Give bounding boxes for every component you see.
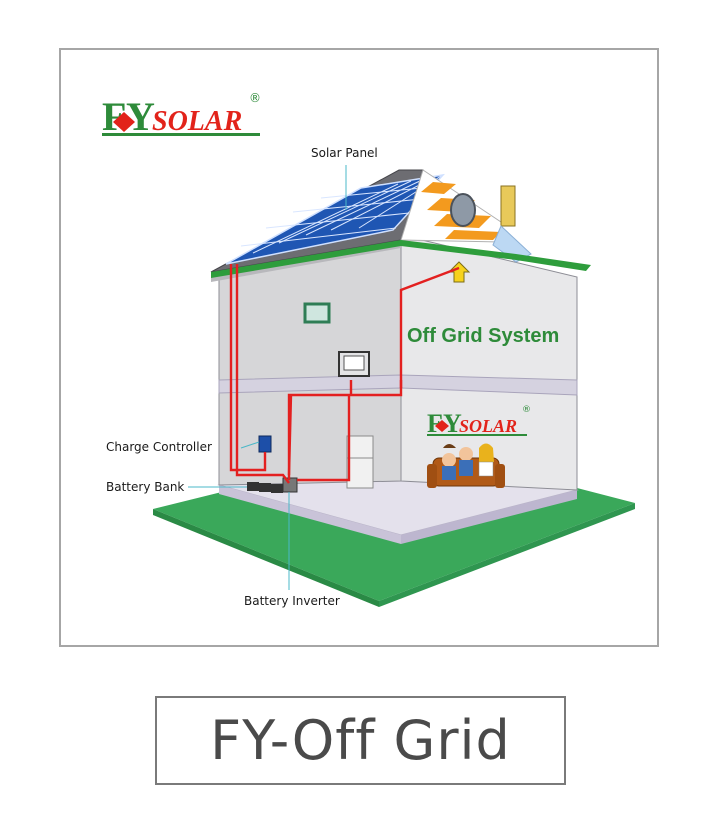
system-title: Off Grid System [407, 325, 559, 347]
label-battery-bank: Battery Bank [106, 480, 184, 494]
refrigerator [347, 436, 373, 488]
caption-box: FY-Off Grid [155, 696, 566, 785]
label-solar-panel: Solar Panel [311, 146, 378, 160]
off-grid-house-diagram: Off Grid System F Y SOLAR ® F Y SOLAR ® [61, 50, 657, 645]
svg-text:SOLAR: SOLAR [152, 106, 242, 137]
svg-text:®: ® [249, 91, 261, 105]
svg-text:®: ® [522, 405, 531, 415]
label-battery-inverter: Battery Inverter [244, 594, 340, 608]
label-charge-controller: Charge Controller [106, 440, 212, 454]
battery-inverter [283, 478, 297, 492]
svg-text:Y: Y [126, 94, 155, 139]
chimney [501, 186, 515, 226]
attic-window [451, 194, 475, 226]
svg-text:SOLAR: SOLAR [459, 416, 517, 436]
caption-title: FY-Off Grid [210, 709, 511, 772]
charge-controller [259, 436, 271, 452]
diagram-frame: Off Grid System F Y SOLAR ® F Y SOLAR ® … [59, 48, 659, 647]
upper-window [305, 304, 329, 322]
brand-logo-top: F Y SOLAR ® [102, 91, 261, 139]
